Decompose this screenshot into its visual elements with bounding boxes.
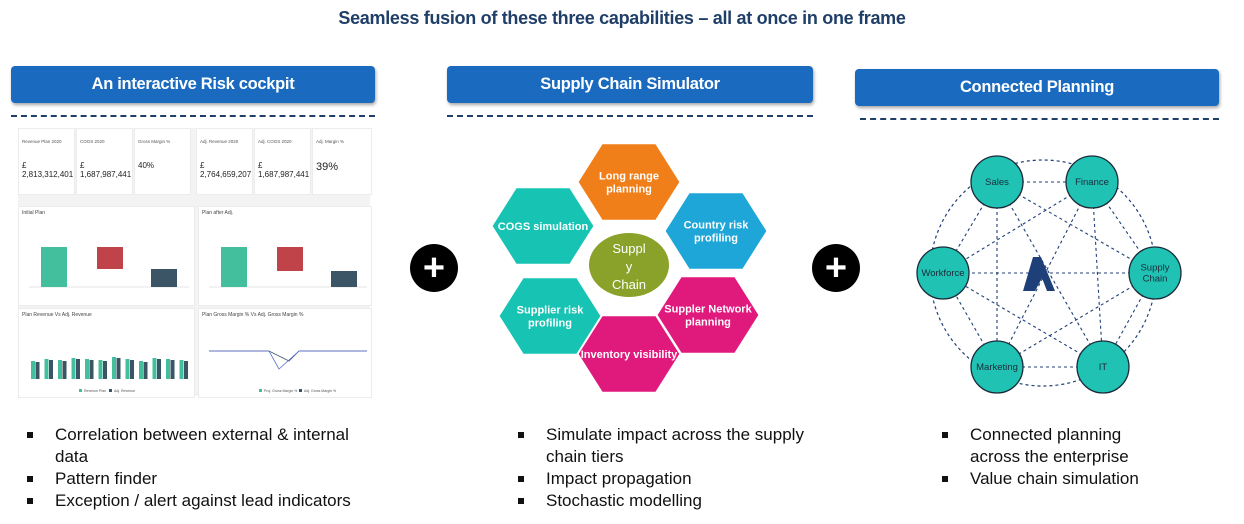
chart-panel-revenue-vs-adj: Plan Revenue Vs Adj. Revenue Revenue Pla… (18, 308, 195, 398)
bullet-item: Impact propagation (516, 468, 836, 490)
section-title-connected-planning: Connected Planning (855, 69, 1219, 106)
kpi-card: COGS 2020£ 1,687,987,441 (76, 128, 133, 195)
node-label: Finance (1075, 177, 1109, 188)
center-label-line: Chain (612, 277, 646, 292)
hex-label: COGS simulation (498, 221, 589, 233)
bullet-item: Stochastic modelling (516, 490, 836, 512)
hex-2 (657, 277, 759, 353)
kpi-card: Gross Margin %40% (134, 128, 191, 195)
divider (860, 118, 1219, 120)
hex-label: Inventory visibility (581, 349, 678, 361)
node-finance (1065, 155, 1119, 209)
hex-4 (499, 278, 601, 354)
bullet-item: Correlation between external & internal … (25, 424, 385, 468)
bullet-item: Pattern finder (25, 468, 385, 490)
node-supply-chain (1128, 246, 1182, 300)
svg-text:Adj. Revenue: Adj. Revenue (114, 389, 135, 393)
node-label: Marketing (976, 362, 1018, 373)
node-label: IT (1099, 362, 1108, 373)
risk-cockpit-dashboard: Revenue Plan 2020£ 2,813,312,401 COGS 20… (18, 128, 372, 398)
node-label: Chain (1143, 274, 1168, 285)
bullet-item: Connected planning across the enterprise (940, 424, 1140, 468)
svg-text:Proj. Gross Margin %: Proj. Gross Margin % (264, 389, 297, 393)
hex-label: profiling (694, 233, 738, 245)
hex-label: profiling (528, 318, 572, 330)
hex-0 (578, 144, 680, 220)
node-label: Workforce (921, 268, 964, 279)
kpi-card: Revenue Plan 2020£ 2,813,312,401 (18, 128, 75, 195)
hex-label: planning (685, 317, 731, 329)
bullet-item: Value chain simulation (940, 468, 1140, 490)
node-label: Sales (985, 177, 1009, 188)
hex-label: Supplier risk (517, 305, 585, 317)
center-label-line: y (626, 259, 633, 274)
hex-5 (492, 188, 594, 264)
chart-panel-margin-vs-adj: Plan Gross Margin % Vs Adj. Gross Margin… (198, 308, 372, 398)
node-sales (970, 155, 1024, 209)
divider (11, 115, 375, 117)
section-title-supply-chain-simulator: Supply Chain Simulator (447, 66, 813, 103)
hex-label: planning (606, 184, 652, 196)
bullets-simulator: Simulate impact across the supply chain … (516, 424, 836, 512)
kpi-card: Adj. Revenue 2020£ 2,764,659,207 (196, 128, 253, 195)
plus-icon: + (410, 244, 458, 292)
divider (447, 115, 813, 117)
node-label: Supply (1140, 263, 1169, 274)
hex-1 (665, 193, 767, 269)
svg-text:Revenue Plan: Revenue Plan (84, 389, 106, 393)
bullets-risk-cockpit: Correlation between external & internal … (25, 424, 385, 512)
section-title-risk-cockpit: An interactive Risk cockpit (11, 66, 375, 103)
supply-chain-center (589, 233, 669, 297)
hex-3 (578, 316, 680, 392)
hex-label: Country risk (684, 220, 750, 232)
node-workforce (916, 246, 970, 300)
headline: Seamless fusion of these three capabilit… (338, 8, 906, 28)
kpi-card: Adj. Margin %39% (312, 128, 372, 195)
hex-label: Long range (599, 171, 659, 183)
bullet-item: Exception / alert against lead indicator… (25, 490, 385, 512)
node-it (1076, 340, 1130, 394)
svg-text:Adj. Gross Margin %: Adj. Gross Margin % (304, 389, 336, 393)
kpi-card: Adj. COGS 2020£ 1,687,987,441 (254, 128, 311, 195)
chart-panel-plan-after-adj: Plan after Adj. (198, 206, 372, 306)
plus-icon: + (812, 244, 860, 292)
bullets-connected-planning: Connected planning across the enterprise… (940, 424, 1140, 490)
center-label-line: Suppl (612, 241, 645, 256)
hex-label: Suppler Network (664, 304, 752, 316)
bullet-item: Simulate impact across the supply chain … (516, 424, 836, 468)
chart-panel-initial-plan: Initial Plan (18, 206, 195, 306)
node-marketing (970, 340, 1024, 394)
